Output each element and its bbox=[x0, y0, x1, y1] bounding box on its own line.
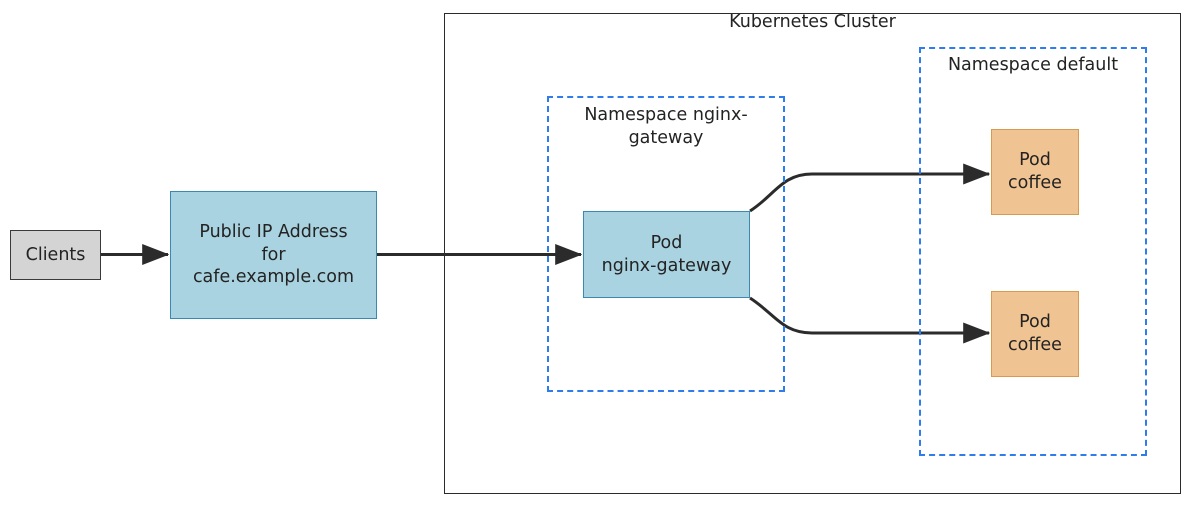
pod-coffee-top-line2: coffee bbox=[1008, 173, 1062, 193]
pod-coffee-bottom-line1: Pod bbox=[1019, 312, 1051, 333]
pod-coffee-bottom-line2: coffee bbox=[1008, 335, 1062, 355]
namespace-default-boundary bbox=[919, 47, 1147, 456]
public-ip-line2: for bbox=[261, 244, 286, 265]
pod-coffee-bottom-node: Pod coffee bbox=[991, 291, 1079, 377]
pod-nginx-gateway-node: Pod nginx-gateway bbox=[583, 211, 750, 298]
pod-coffee-top-node: Pod coffee bbox=[991, 129, 1079, 215]
clients-node: Clients bbox=[10, 230, 101, 280]
pod-nginx-gateway-line1: Pod bbox=[650, 232, 683, 253]
namespace-nginx-gateway-boundary bbox=[547, 96, 785, 392]
namespace-default-label-line1: Namespace bbox=[947, 55, 1051, 75]
arrow-gateway-to-pod-coffee-bottom bbox=[749, 296, 991, 344]
namespace-nginx-gateway-label-line2: nginx-gateway bbox=[628, 105, 748, 148]
pod-nginx-gateway-line2: nginx-gateway bbox=[601, 255, 732, 276]
public-ip-line3: cafe.example.com bbox=[192, 267, 355, 288]
namespace-default-label: Namespace default bbox=[919, 54, 1147, 77]
kubernetes-cluster-label: Kubernetes Cluster bbox=[729, 12, 896, 32]
arrow-gateway-to-pod-coffee-top bbox=[749, 163, 991, 213]
namespace-nginx-gateway-label-line1: Namespace bbox=[584, 105, 688, 125]
public-ip-address-node: Public IP Address for cafe.example.com bbox=[170, 191, 377, 319]
namespace-nginx-gateway-label: Namespace nginx-gateway bbox=[547, 104, 785, 150]
pod-coffee-top-line1: Pod bbox=[1019, 150, 1051, 171]
namespace-default-label-line2: default bbox=[1056, 55, 1119, 75]
kubernetes-cluster-boundary bbox=[444, 13, 1181, 494]
clients-label: Clients bbox=[25, 244, 86, 265]
public-ip-line1: Public IP Address bbox=[199, 221, 348, 242]
